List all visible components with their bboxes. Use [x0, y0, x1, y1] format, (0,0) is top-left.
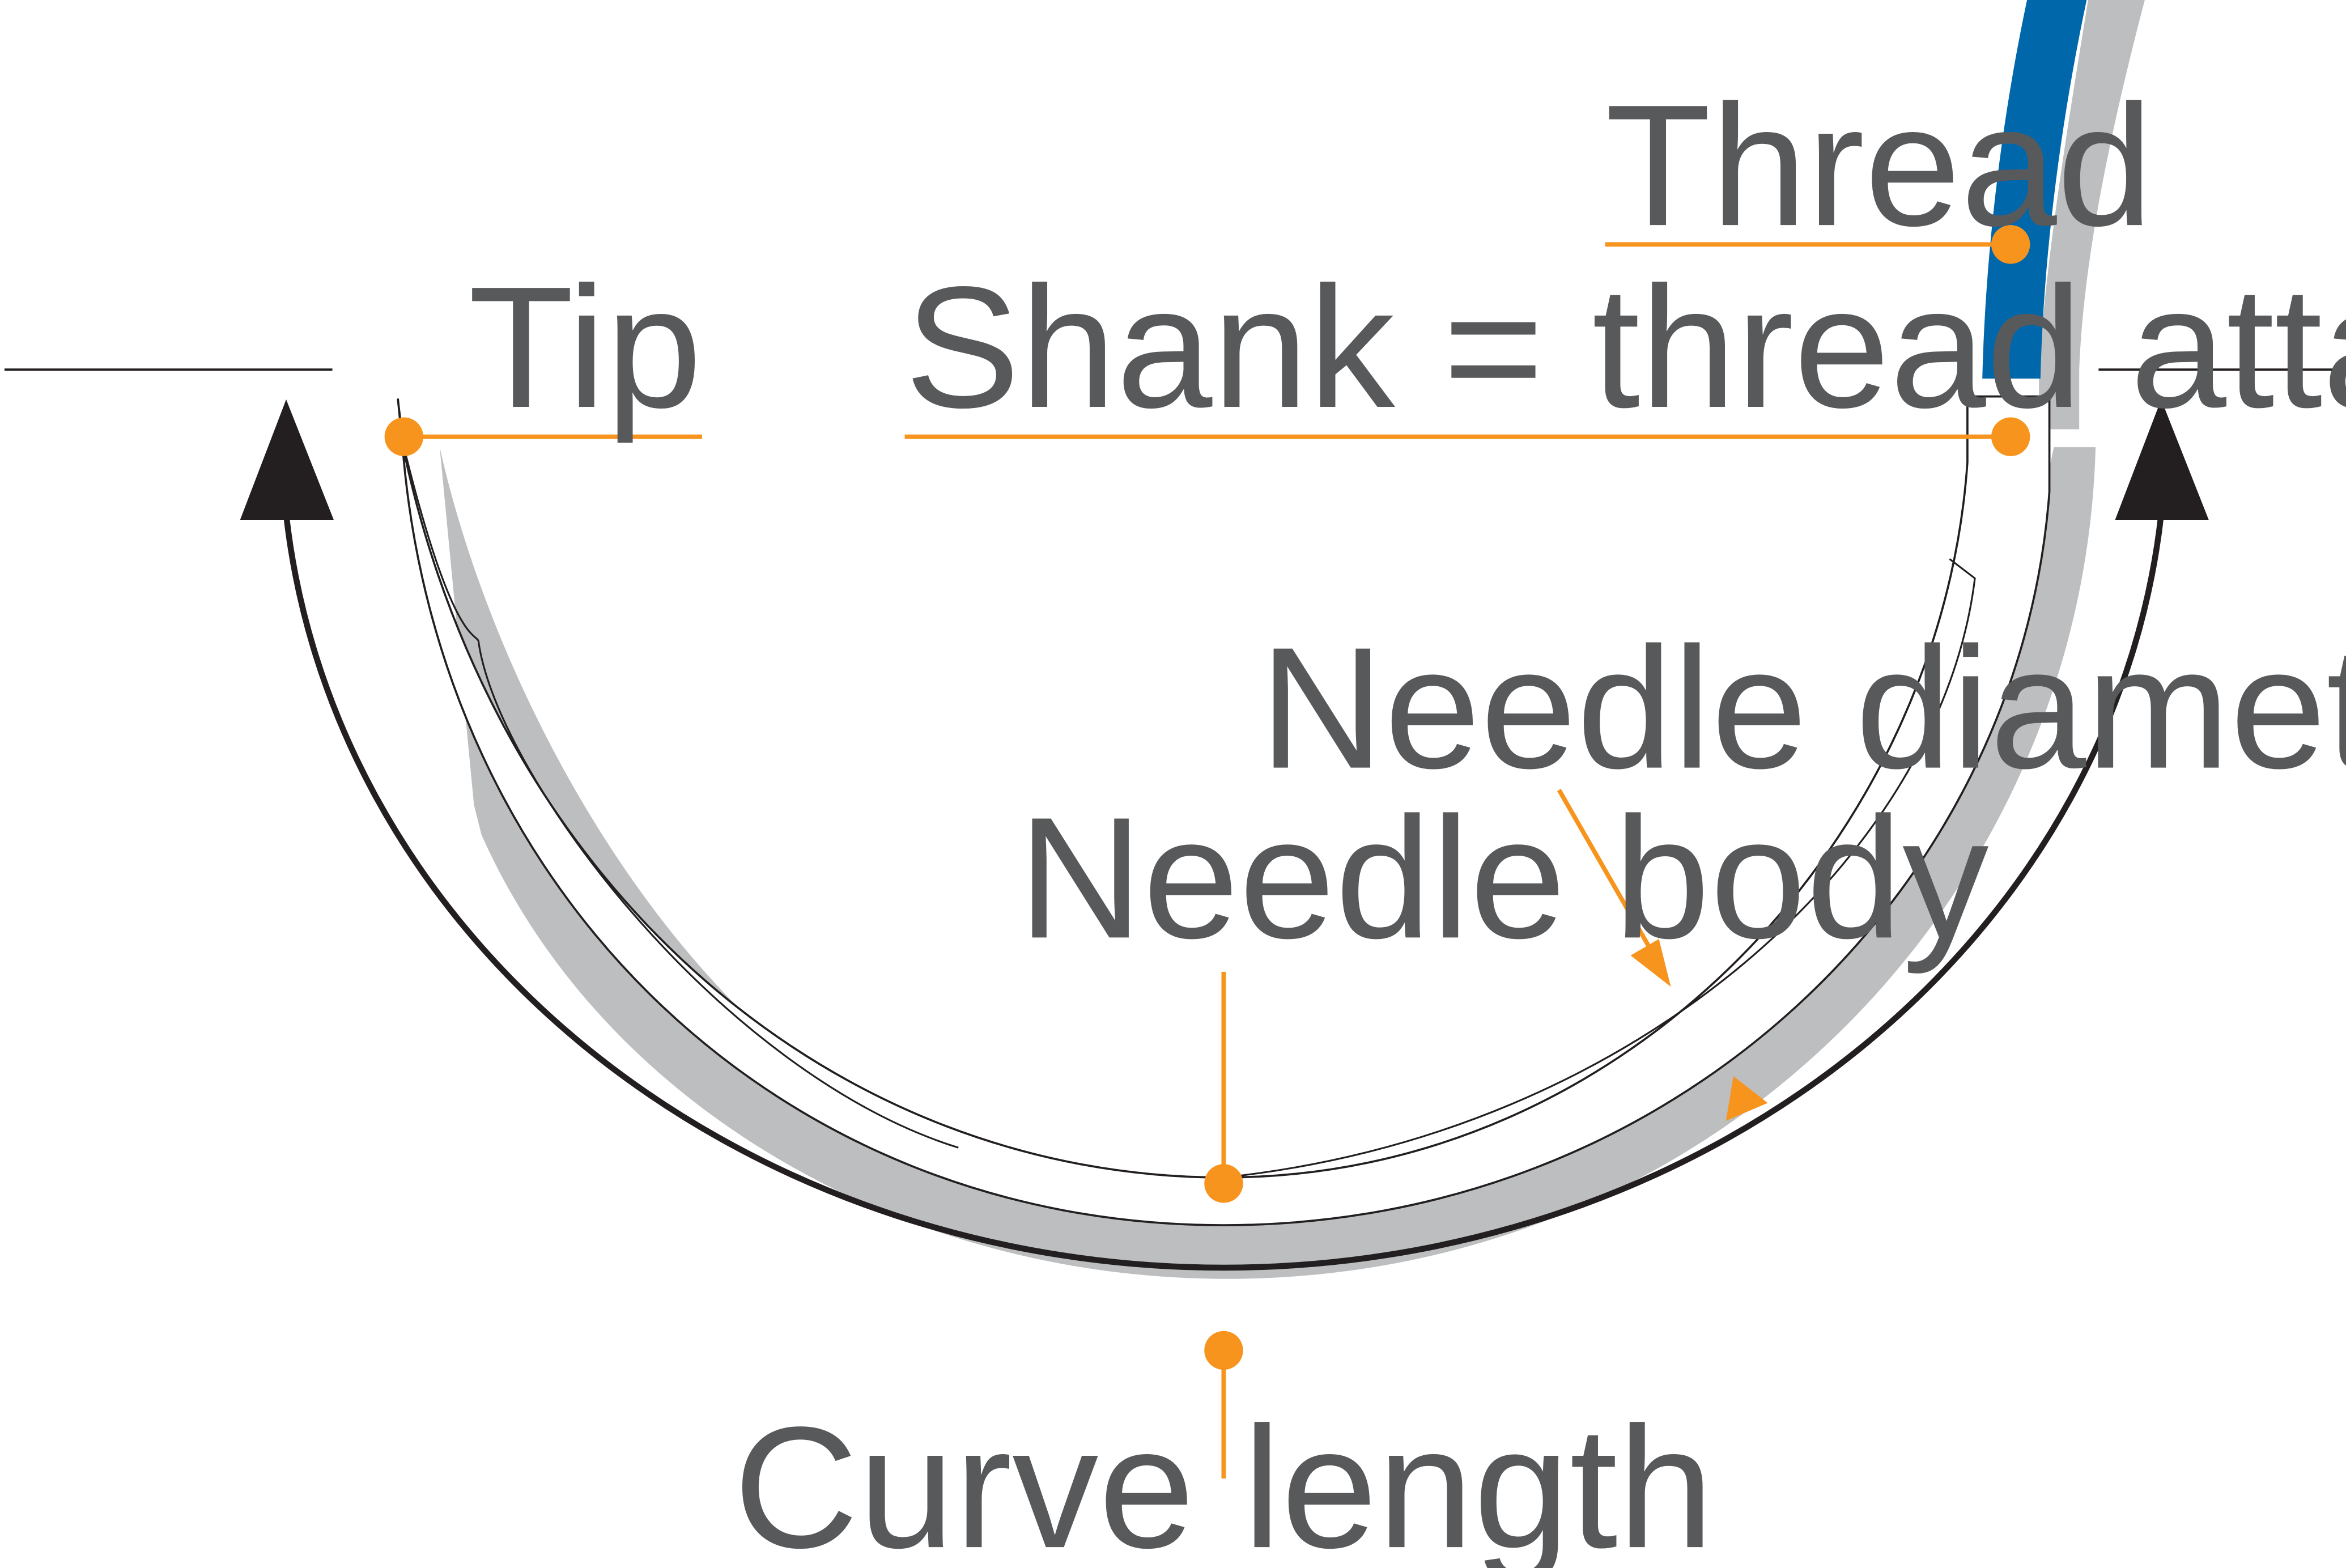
thread-marker [1991, 225, 2030, 264]
arrowhead-right-icon [2115, 399, 2209, 520]
needle-body-marker [1204, 1164, 1243, 1203]
tip-label: Tip [468, 250, 702, 445]
curve-length-label: Curve length [733, 1391, 1714, 1568]
thread-label: Thread [1605, 69, 2153, 262]
needle-diameter-arrow-line [1557, 789, 1654, 953]
thread-shadow [2039, 0, 2145, 430]
shank-label: Shank = thread attachment zone [905, 250, 2346, 444]
needle-body-label: Needle body [1018, 781, 1988, 975]
needle-inner-ridge [1223, 558, 1976, 1179]
shank-marker [1991, 417, 2030, 456]
needle-outline [397, 395, 2051, 1226]
arrowhead-left-icon [240, 399, 334, 520]
curve-length-arc [283, 513, 2165, 1271]
tip-marker [384, 417, 423, 456]
needle-diameter-arrowhead-icon [1630, 939, 1671, 987]
needle-diameter-outer-arrowhead-icon [1726, 1076, 1768, 1121]
thread [1982, 0, 2087, 379]
needle-diameter-label: Needle diameter [1260, 611, 2346, 805]
needle-inner-edge [403, 447, 959, 1149]
